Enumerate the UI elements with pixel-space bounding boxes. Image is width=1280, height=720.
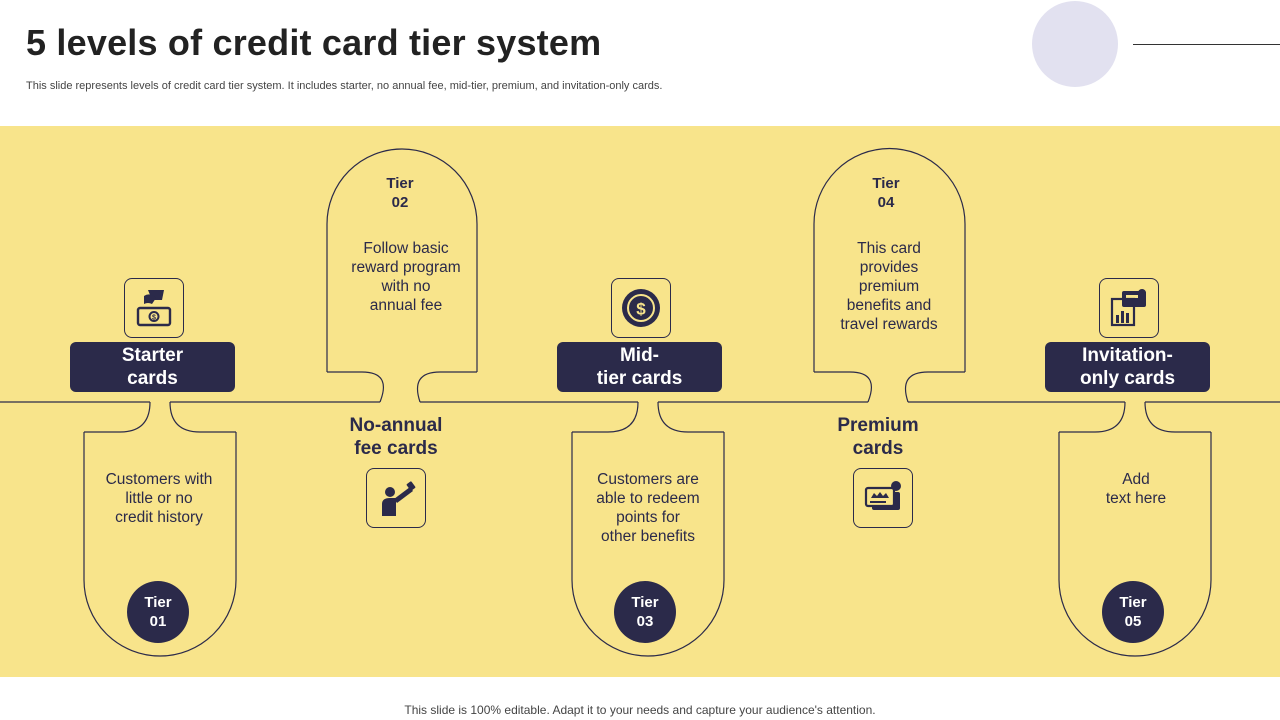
tier-4-connector (814, 371, 872, 403)
tier-4-icon-box (853, 468, 913, 528)
tier-5-connector (1059, 401, 1126, 433)
svg-text:$: $ (152, 315, 156, 322)
tier-5-shape (1058, 432, 1212, 657)
tier-3-connector (657, 401, 724, 433)
tier-2-connector (416, 371, 477, 403)
tier-3-shape (571, 432, 725, 657)
tier-1-connector (169, 401, 236, 433)
tier-3-title: Mid-tier cards (557, 342, 722, 392)
slide-title: 5 levels of credit card tier system (26, 22, 602, 63)
decorative-line (1133, 44, 1280, 45)
tier-1-shape (83, 432, 237, 657)
tier-5-icon-box (1099, 278, 1159, 338)
tier-4-connector (904, 371, 965, 403)
hand-cash-icon: $ (136, 290, 172, 327)
slide-footer: This slide is 100% editable. Adapt it to… (404, 703, 876, 717)
tier-5-title: Invitation-only cards (1045, 342, 1210, 392)
decorative-circle (1032, 1, 1118, 87)
crown-card-icon (864, 481, 901, 510)
card-chart-icon (1110, 289, 1146, 327)
svg-text:$: $ (636, 300, 646, 319)
tier-3-connector (572, 401, 639, 433)
tier-3-icon-box: $ (611, 278, 671, 338)
tier-1-icon-box: $ (124, 278, 184, 338)
tier-1-connector (84, 401, 151, 433)
tier-2-connector (327, 371, 384, 403)
tier-5-connector (1144, 401, 1211, 433)
tier-4-arch (813, 147, 966, 372)
slide-subtitle: This slide represents levels of credit c… (26, 80, 663, 92)
dollar-coin-icon: $ (622, 289, 660, 327)
tier-2-arch (326, 148, 478, 372)
tier-2-icon-box (366, 468, 426, 528)
telescope-person-icon (382, 481, 416, 516)
